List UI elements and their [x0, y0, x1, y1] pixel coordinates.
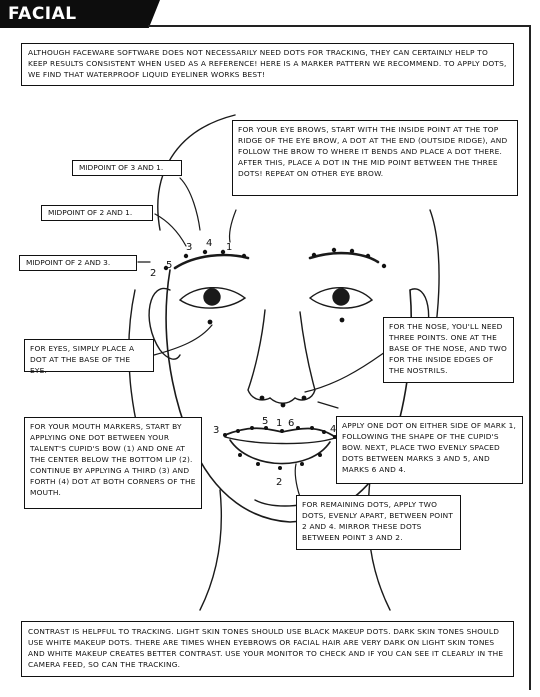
dot-brow-right-4	[331, 247, 337, 253]
dot-brow-left-5	[183, 253, 189, 259]
page-border-right	[529, 25, 531, 690]
dot-mouth-b	[250, 426, 254, 430]
footer-contrast-note: CONTRAST IS HELPFUL TO TRACKING. LIGHT S…	[21, 621, 514, 677]
arrow-cupids-bow	[317, 401, 339, 409]
callout-midpoint-2-3: MIDPOINT OF 2 AND 3.	[19, 255, 137, 271]
callout-mouth: FOR YOUR MOUTH MARKERS, START BY APPLYIN…	[24, 417, 202, 509]
page-title: FACIAL MARKERS	[0, 0, 160, 28]
brow-number-1: 1	[226, 242, 232, 253]
eye-right	[308, 287, 374, 309]
brow-number-5: 5	[166, 260, 172, 271]
callout-cupids-bow: APPLY ONE DOT ON EITHER SIDE OF MARK 1, …	[336, 416, 523, 484]
dot-mouth-f	[256, 462, 260, 466]
dot-nose-base	[280, 402, 286, 408]
dot-nostril-left	[259, 395, 265, 401]
dot-mouth-h	[318, 453, 322, 457]
brow-number-2: 2	[150, 268, 156, 279]
arrow-eyes	[153, 324, 213, 356]
neck-left	[199, 489, 222, 611]
dot-mouth-a	[236, 429, 240, 433]
mouth-number-3: 3	[213, 425, 219, 436]
dot-mouth-d	[322, 430, 326, 434]
eyebrow-right	[308, 251, 380, 264]
eye-left	[178, 287, 247, 309]
dot-nostril-right	[301, 395, 307, 401]
dot-brow-left-3	[202, 249, 208, 255]
dot-mouth-1	[280, 429, 284, 433]
dot-brow-right-1	[311, 252, 317, 258]
nose-base	[269, 397, 296, 404]
dot-brow-right-2	[381, 263, 387, 269]
arrow-remaining	[294, 463, 301, 498]
dot-brow-left-4	[220, 249, 226, 255]
dot-mouth-5	[264, 426, 268, 430]
intro-text: ALTHOUGH FACEWARE SOFTWARE DOES NOT NECE…	[21, 43, 514, 86]
dot-mouth-e	[238, 453, 242, 457]
callout-nose: FOR THE NOSE, YOU'LL NEED THREE POINTS. …	[383, 317, 514, 383]
brow-number-3: 3	[186, 242, 192, 253]
mouth-number-5: 5	[262, 416, 268, 427]
dot-eye-right	[339, 317, 345, 323]
callout-remaining-dots: FOR REMAINING DOTS, APPLY TWO DOTS, EVEN…	[296, 495, 461, 550]
ear-left	[148, 287, 181, 360]
dot-brow-left-2	[163, 265, 169, 271]
dot-mouth-3	[223, 433, 227, 437]
callout-eyebrows: FOR YOUR EYE BROWS, START WITH THE INSID…	[232, 120, 518, 196]
brow-number-4: 4	[206, 238, 212, 249]
callout-midpoint-3-1: MIDPOINT OF 3 AND 1.	[72, 160, 182, 176]
dot-brow-left-1	[241, 253, 247, 259]
lower-lip	[229, 439, 331, 465]
eyebrow-left	[173, 253, 250, 270]
dot-brow-right-5	[365, 253, 371, 259]
iris-left	[203, 288, 221, 306]
arrow-mid-3-1	[179, 177, 201, 231]
mouth-number-6: 6	[288, 418, 294, 429]
header-rule	[148, 25, 531, 27]
iris-right	[332, 288, 350, 306]
dot-mouth-6	[296, 426, 300, 430]
mouth-number-2: 2	[276, 477, 282, 488]
arrow-mid-2-1	[154, 213, 187, 247]
arrow-eyebrows	[228, 209, 237, 243]
dot-brow-right-3	[349, 248, 355, 254]
lip-line	[224, 436, 336, 445]
arrow-nose	[304, 351, 386, 393]
hair-left-line	[157, 114, 236, 231]
nose-right	[294, 311, 316, 401]
callout-eyes: FOR EYES, SIMPLY PLACE A DOT AT THE BASE…	[24, 339, 154, 375]
dot-eye-left	[207, 319, 213, 325]
mouth-number-1: 1	[276, 418, 282, 429]
dot-mouth-g	[300, 462, 304, 466]
callout-midpoint-2-1: MIDPOINT OF 2 AND 1.	[41, 205, 153, 221]
mouth-number-4: 4	[330, 424, 336, 435]
upper-lip	[224, 427, 336, 438]
dot-mouth-2	[278, 466, 282, 470]
dot-mouth-c	[310, 426, 314, 430]
nose-left	[247, 309, 271, 401]
face-outline	[165, 269, 413, 523]
